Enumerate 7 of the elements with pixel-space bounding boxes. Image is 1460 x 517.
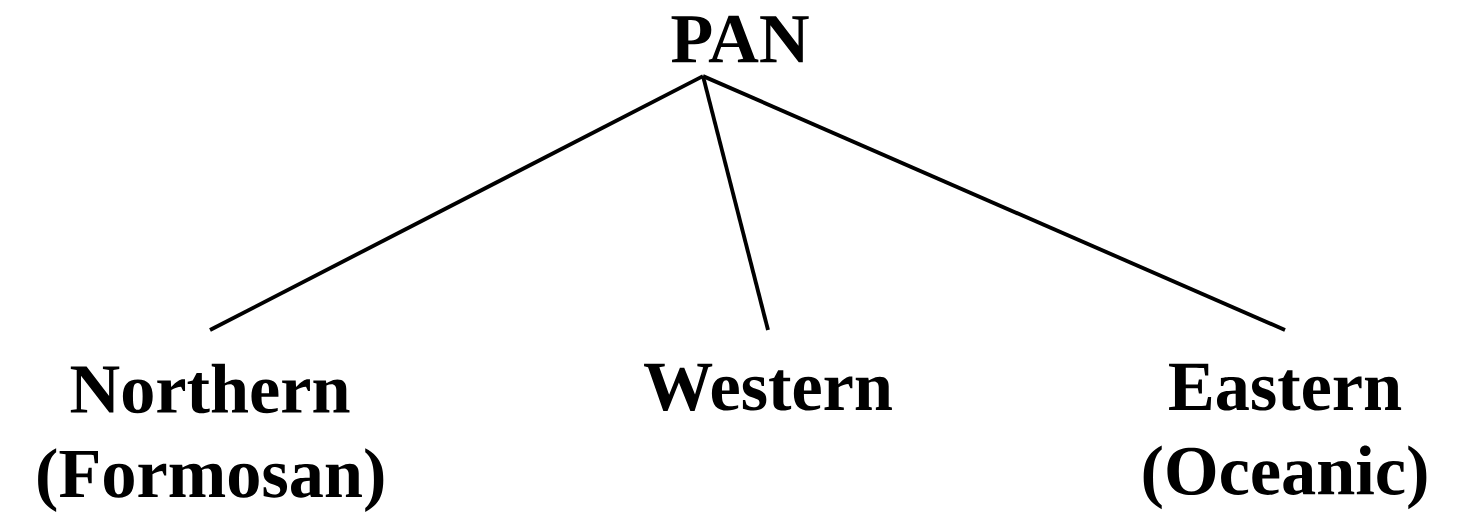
- node-label: Northern (Formosan): [38, 363, 384, 512]
- node-label: Western: [644, 363, 892, 411]
- tree-line: [701, 75, 770, 331]
- node-label: Eastern (Oceanic): [1143, 363, 1427, 510]
- tree-line: [702, 74, 1286, 332]
- tree-line: [209, 74, 704, 332]
- node-label: PAN: [671, 15, 809, 63]
